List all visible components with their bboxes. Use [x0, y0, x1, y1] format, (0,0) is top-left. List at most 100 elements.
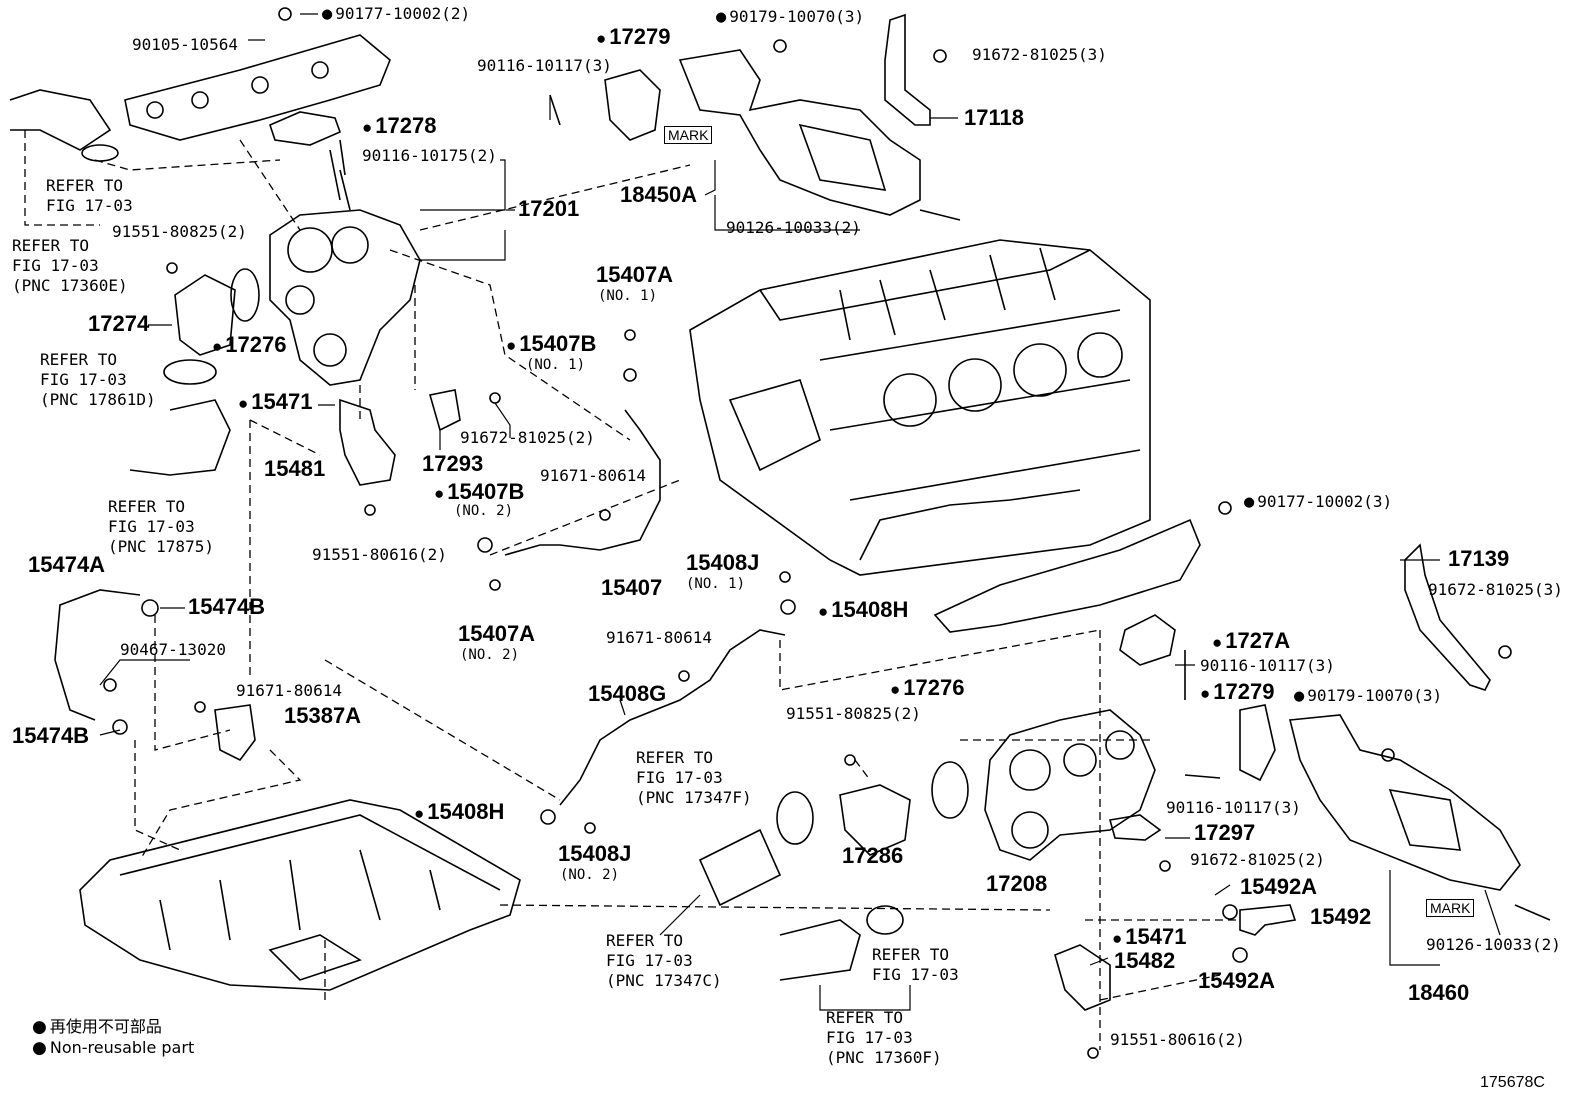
bracket-17293 [428, 389, 461, 432]
legend-japanese: 再使用不可部品 [32, 1013, 162, 1037]
label-15407B-no2: 15407B [434, 481, 524, 503]
label-90467-13020: 90467-13020 [120, 640, 226, 659]
label-91672-81025-3-lower: 91672-81025(3) [1428, 580, 1563, 599]
bracket-17297 [1108, 814, 1162, 841]
label-15407A-no1: 15407A [596, 262, 674, 287]
label-17139: 17139 [1448, 546, 1510, 571]
label-18460: 18460 [1408, 980, 1470, 1005]
label-91551-80616-2-lower: 91551-80616(2) [1110, 1030, 1245, 1049]
relationship-lines [24, 130, 1240, 1050]
hose-lower-mid [779, 919, 861, 981]
label-17279-upper: 17279 [596, 26, 670, 48]
gasket-17278 [269, 111, 342, 146]
oil-pan [79, 799, 521, 991]
label-90116-10117-3-lower: 90116-10117(3) [1166, 798, 1301, 817]
label-no1-b: (NO. 1) [526, 357, 586, 373]
label-15407: 15407 [601, 575, 663, 600]
hose-left-mid [129, 399, 231, 476]
label-15408H-upper: 15408H [818, 599, 908, 621]
elbow-17286 [839, 784, 911, 856]
label-90126-10033-2-lower: 90126-10033(2) [1426, 935, 1561, 954]
label-90116-10175-2: 90116-10175(2) [362, 146, 497, 165]
label-17293: 17293 [422, 451, 484, 476]
label-17276-lower: 17276 [890, 677, 964, 699]
label-15492A-upper: 15492A [1240, 874, 1318, 899]
label-17208: 17208 [986, 871, 1048, 896]
o-ring-b [866, 905, 904, 935]
hose-15492 [1239, 904, 1297, 936]
label-15471-lower: 15471 [1112, 926, 1186, 948]
label-91671-80614-b: 91671-80614 [236, 681, 342, 700]
label-no2-a: (NO. 2) [454, 503, 514, 519]
label-1727A: 1727A [1212, 630, 1290, 652]
label-90126-10033-2-upper: 90126-10033(2) [726, 218, 861, 237]
gasket-17276b [931, 761, 969, 819]
ref-fig-17-03-pnc-17875: REFER TO FIG 17-03 (PNC 17875) [108, 497, 214, 556]
label-91671-80614-c: 91671-80614 [606, 628, 712, 647]
clamp-left [163, 359, 217, 385]
label-no1-c: (NO. 1) [686, 576, 746, 592]
label-90179-10070-3-lower: 90179-10070(3) [1294, 688, 1442, 705]
label-90105-10564: 90105-10564 [132, 35, 238, 54]
mark-box-upper: MARK [664, 126, 713, 144]
oil-pipe-15481 [339, 398, 396, 486]
label-15492: 15492 [1310, 904, 1372, 929]
ref-fig-17-03-pnc-17360f: REFER TO FIG 17-03 (PNC 17360F) [826, 1008, 942, 1067]
exhaust-manifold-gasket [124, 34, 391, 141]
label-no2-c: (NO. 2) [560, 867, 620, 883]
label-15407A-no2: 15407A [458, 621, 536, 646]
label-15492A-lower: 15492A [1198, 968, 1276, 993]
hose-15474A [54, 589, 141, 721]
label-15474B-upper: 15474B [188, 594, 266, 619]
ref-fig-17-03-a: REFER TO FIG 17-03 [46, 176, 133, 215]
ref-fig-17-03-pnc-17347f: REFER TO FIG 17-03 (PNC 17347F) [636, 748, 752, 807]
label-90116-10117-3-mid: 90116-10117(3) [1200, 656, 1335, 675]
label-17286: 17286 [842, 843, 904, 868]
label-15407B-no1: 15407B [506, 333, 596, 355]
label-91551-80825-2-lower: 91551-80825(2) [786, 704, 921, 723]
label-17274: 17274 [88, 311, 150, 336]
label-91672-81025-2-lower: 91672-81025(2) [1190, 850, 1325, 869]
label-15408J-no2: 15408J [558, 841, 632, 866]
gasket-17276a [230, 268, 260, 322]
label-no1-a: (NO. 1) [598, 288, 658, 304]
label-15408H-lower: 15408H [414, 801, 504, 823]
label-no2-b: (NO. 2) [460, 647, 520, 663]
label-15408G: 15408G [588, 681, 667, 706]
engine-block [689, 239, 1151, 576]
label-17279-lower: 17279 [1200, 681, 1274, 703]
label-91671-80614-a: 91671-80614 [540, 466, 646, 485]
pipe-15407 [504, 409, 661, 556]
turbo-right [984, 709, 1156, 861]
label-17201: 17201 [518, 196, 580, 221]
label-90116-10117-3-upper: 90116-10117(3) [477, 56, 612, 75]
catalytic-converter-lower [1239, 704, 1521, 891]
label-18450A: 18450A [620, 182, 698, 207]
label-91551-80825-2-upper: 91551-80825(2) [112, 222, 247, 241]
label-90177-10002-2: 90177-10002(2) [322, 6, 470, 23]
label-15482: 15482 [1114, 948, 1176, 973]
label-91672-81025-3-upper: 91672-81025(3) [972, 45, 1107, 64]
figure-id: 175678C [1480, 1074, 1545, 1091]
label-90179-10070-3-upper: 90179-10070(3) [716, 9, 864, 26]
legend-english: Non-reusable part [32, 1038, 194, 1058]
fasteners [103, 7, 1551, 1059]
label-15408J-no1: 15408J [686, 550, 760, 575]
leader-lines [99, 13, 1501, 1011]
ref-fig-17-03-pnc-17861d: REFER TO FIG 17-03 (PNC 17861D) [40, 350, 156, 409]
ref-fig-17-03-pnc-17347c: REFER TO FIG 17-03 (PNC 17347C) [606, 931, 722, 990]
label-17297: 17297 [1194, 820, 1256, 845]
ref-fig-17-03-pnc-17360e: REFER TO FIG 17-03 (PNC 17360E) [12, 236, 128, 295]
turbo-left [269, 149, 421, 386]
label-17276-upper: 17276 [212, 334, 286, 356]
clamp-lower [776, 791, 814, 845]
label-15471-upper: 15471 [238, 391, 312, 413]
pipe-15408G [559, 629, 786, 806]
label-15387A: 15387A [284, 703, 362, 728]
o-ring-a [81, 144, 119, 162]
hose-upper-left [9, 89, 112, 151]
catalytic-converter-upper [604, 49, 921, 216]
bracket-15387A [214, 704, 256, 762]
